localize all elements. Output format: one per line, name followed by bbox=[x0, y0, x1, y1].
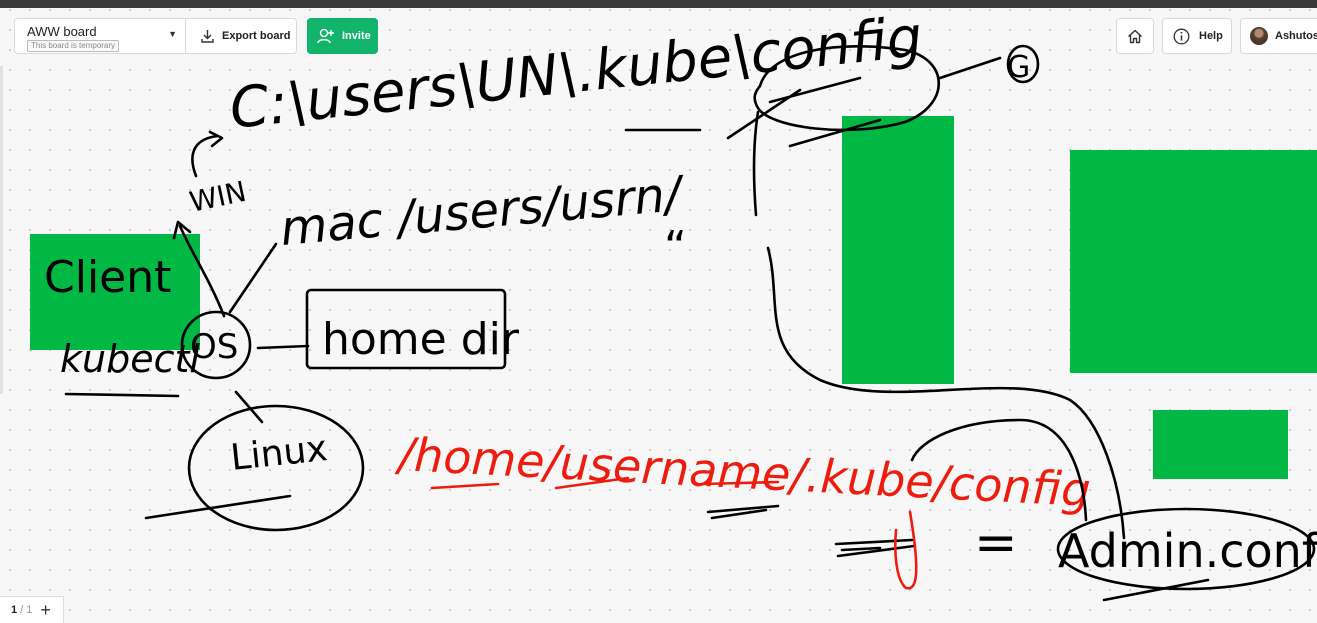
circle-os bbox=[180, 310, 252, 380]
line-os-mac bbox=[228, 242, 278, 314]
sticky-note-tall[interactable] bbox=[842, 116, 954, 384]
curve-config-to-admin bbox=[766, 246, 1126, 540]
handwriting-admin-conf: Admin.conf bbox=[1058, 524, 1317, 578]
handwriting-mac-path: mac /users/usrn/ bbox=[278, 166, 688, 257]
info-icon bbox=[1173, 28, 1190, 44]
bracket-left-config bbox=[752, 110, 760, 217]
sticky-note-small[interactable] bbox=[1153, 410, 1288, 479]
handwriting-linux-path: /home/username/.kube/config bbox=[393, 427, 1091, 517]
admin-underline bbox=[1102, 578, 1210, 602]
user-name: Ashutosh bbox=[1275, 30, 1317, 42]
export-board-label: Export board bbox=[222, 30, 291, 42]
page-indicator: 1 / 1 bbox=[11, 604, 33, 616]
strike-kube-black bbox=[706, 504, 780, 520]
strike-config-black bbox=[834, 538, 916, 558]
circle-linux bbox=[187, 404, 365, 532]
avatar bbox=[1250, 27, 1268, 45]
strike-config bbox=[726, 76, 882, 148]
chevron-down-icon: ▼ bbox=[168, 29, 177, 39]
handwriting-linux: Linux bbox=[229, 428, 330, 479]
box-home-dir bbox=[305, 288, 507, 370]
invite-label: Invite bbox=[342, 30, 371, 42]
linux-underline bbox=[144, 494, 292, 520]
handwriting-win-path: C:\users\UN\.kube\config bbox=[227, 5, 926, 142]
plus-icon[interactable]: + bbox=[40, 600, 51, 620]
temporary-board-badge: This board is temporary bbox=[27, 40, 120, 52]
handwriting-equals: = bbox=[974, 513, 1018, 573]
home-icon bbox=[1128, 29, 1142, 43]
help-button[interactable]: Help bbox=[1162, 18, 1232, 54]
arrow-win-path bbox=[191, 130, 224, 178]
loop-config-red bbox=[894, 510, 918, 590]
export-board-button[interactable]: Export board bbox=[186, 18, 297, 54]
underline-kubectl bbox=[64, 392, 180, 398]
line-os-homedir bbox=[256, 344, 310, 350]
sticky-note-client[interactable] bbox=[30, 234, 200, 350]
handwriting-win: WIN bbox=[187, 175, 250, 219]
user-menu-button[interactable]: Ashutosh bbox=[1240, 18, 1317, 54]
download-icon bbox=[201, 30, 214, 43]
add-user-icon bbox=[317, 28, 334, 44]
circle-config-win bbox=[753, 45, 941, 132]
home-button[interactable] bbox=[1116, 18, 1154, 54]
handwriting-kubectl: kubectl bbox=[60, 337, 200, 381]
arrow-to-g bbox=[938, 56, 1002, 80]
underline-home-red bbox=[430, 482, 500, 490]
line-os-linux bbox=[234, 390, 264, 424]
handwriting-client: Client bbox=[44, 252, 171, 303]
underline-username-red bbox=[554, 476, 630, 490]
underline-kube-red bbox=[700, 480, 780, 486]
page-navigator[interactable]: 1 / 1 + bbox=[0, 596, 64, 623]
left-edge-panel bbox=[0, 66, 3, 394]
arrow-os-win bbox=[172, 220, 226, 318]
sticky-note-large[interactable] bbox=[1070, 150, 1317, 373]
help-label: Help bbox=[1199, 30, 1223, 42]
circle-g bbox=[1006, 44, 1040, 84]
top-strip bbox=[0, 0, 1317, 8]
circle-admin-conf bbox=[1056, 507, 1316, 591]
invite-button[interactable]: Invite bbox=[307, 18, 378, 54]
handwriting-ditto: “ bbox=[664, 222, 687, 273]
board-name: AWW board bbox=[27, 24, 97, 39]
board-title-dropdown[interactable]: AWW board This board is temporary ▼ bbox=[14, 18, 186, 54]
handwriting-os: OS bbox=[190, 327, 238, 367]
handwriting-home-dir: home dir bbox=[322, 314, 520, 365]
curve-linux-config-to-admin bbox=[910, 418, 1088, 522]
